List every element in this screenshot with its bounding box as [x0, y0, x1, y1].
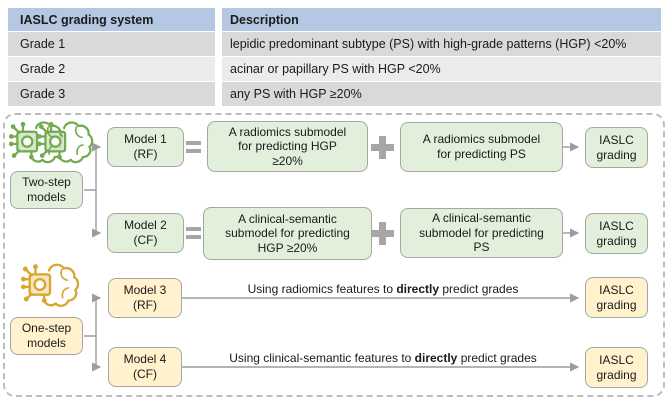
table-header-description: Description — [222, 8, 661, 31]
two-step-branch-line — [84, 147, 97, 233]
description-cell: any PS with HGP ≥20% — [222, 82, 661, 106]
iaslc-grading-output-box: IASLC grading — [585, 277, 648, 318]
caption-text: Using radiomics features to — [247, 282, 397, 296]
clinical-ps-submodel-box: A clinical-semantic submodel for predict… — [400, 208, 563, 258]
model2-box: Model 2 (CF) — [107, 213, 184, 253]
table-row: Grade 1 lepidic predominant subtype (PS)… — [8, 32, 661, 56]
plus-icon — [371, 136, 394, 159]
model1-box: Model 1 (RF) — [107, 127, 184, 167]
caption-text: predict grades — [457, 351, 537, 365]
table-row: Grade 2 acinar or papillary PS with HGP … — [8, 57, 661, 81]
radiomics-hgp-submodel-box: A radiomics submodel for predicting HGP … — [207, 121, 368, 172]
radiomics-ps-submodel-box: A radiomics submodel for predicting PS — [400, 122, 563, 172]
model4-caption: Using clinical-semantic features to dire… — [183, 351, 583, 365]
model3-box: Model 3 (RF) — [108, 278, 182, 318]
table-header-grading-system: IASLC grading system — [8, 8, 215, 31]
one-step-models-label: One-step models — [10, 317, 83, 355]
iaslc-grading-output-box: IASLC grading — [585, 347, 648, 388]
description-cell: lepidic predominant subtype (PS) with hi… — [222, 32, 661, 56]
caption-text: Using clinical-semantic features to — [229, 351, 415, 365]
ai-chip-brain-icon — [20, 263, 80, 307]
iaslc-grading-table: IASLC grading system Description Grade 1… — [8, 8, 661, 107]
iaslc-grading-output-box: IASLC grading — [585, 127, 648, 168]
iaslc-grading-output-box: IASLC grading — [585, 213, 648, 254]
flowchart-frame — [3, 113, 665, 397]
one-step-branch-line — [84, 298, 97, 367]
grade-cell: Grade 2 — [8, 57, 215, 81]
dual-ai-chip-brain-icon — [8, 121, 94, 164]
model3-caption: Using radiomics features to directly pre… — [183, 282, 583, 296]
caption-bold-text: directly — [396, 282, 440, 296]
table-row: Grade 3 any PS with HGP ≥20% — [8, 82, 661, 106]
two-step-models-label: Two-step models — [10, 171, 83, 209]
grade-cell: Grade 1 — [8, 32, 215, 56]
model4-box: Model 4 (CF) — [108, 347, 182, 387]
equals-icon — [186, 227, 201, 239]
description-cell: acinar or papillary PS with HGP <20% — [222, 57, 661, 81]
clinical-hgp-submodel-box: A clinical-semantic submodel for predict… — [203, 207, 372, 260]
caption-text: predict grades — [439, 282, 519, 296]
plus-icon — [371, 222, 394, 245]
table-header-row: IASLC grading system Description — [8, 8, 661, 31]
caption-bold-text: directly — [414, 351, 458, 365]
equals-icon — [186, 141, 201, 153]
grade-cell: Grade 3 — [8, 82, 215, 106]
